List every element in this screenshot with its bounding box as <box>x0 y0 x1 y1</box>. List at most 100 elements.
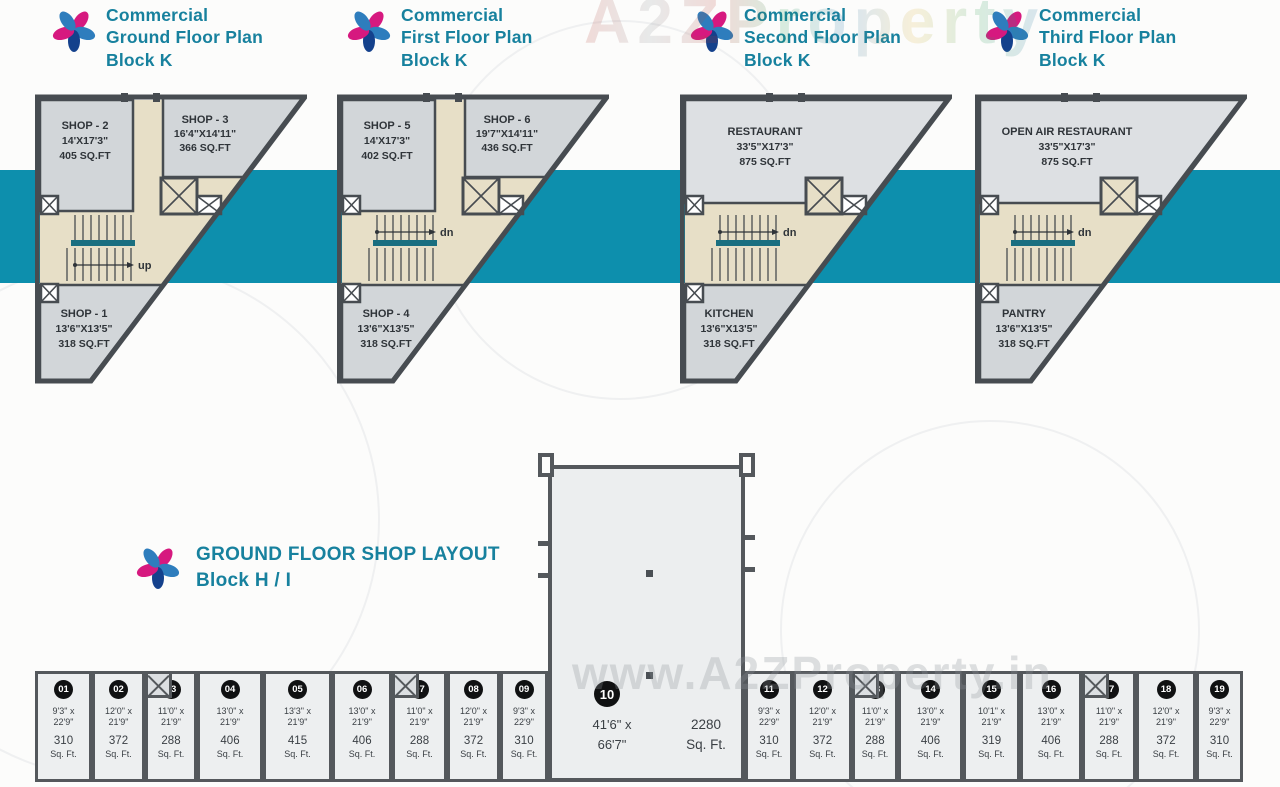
shop-area: 288 <box>865 734 885 747</box>
shop-cell-04: 04 13'0" x 21'9" 406 Sq. Ft. <box>197 671 263 782</box>
shop-number-badge: 12 <box>813 680 832 699</box>
shop-area-unit: Sq. Ft. <box>686 737 726 753</box>
shop-dim: 21'9" <box>812 717 833 728</box>
wall-stub <box>538 541 551 546</box>
shop-dim: 11'0" x <box>406 706 433 716</box>
shop-area: 372 <box>108 734 129 747</box>
shop-cell-17: 17 11'0" x 21'9" 288 Sq. Ft. <box>1082 671 1136 782</box>
room-dim-label: 19'7"X14'11" <box>476 128 538 140</box>
shop-number-badge: 06 <box>352 680 372 699</box>
shop-area: 406 <box>920 734 941 747</box>
stair-direction-label: up <box>138 260 152 272</box>
plan-title-second: Commercial Second Floor Plan Block K <box>690 4 901 71</box>
shop-area-unit: Sq. Ft. <box>284 749 311 759</box>
shop-area: 310 <box>759 734 779 747</box>
shop-area: 310 <box>53 734 74 747</box>
shop-dim: 22'9" <box>759 717 779 728</box>
shop-dim: 21'9" <box>981 717 1002 728</box>
shop-dim: 11'0" x <box>1095 706 1123 716</box>
shop-number-badge: 15 <box>982 680 1001 699</box>
room-area-label: 318 SQ.FT <box>703 338 755 350</box>
shop-area-unit: Sq. Ft. <box>460 749 487 759</box>
shop-dim: 9'3" x <box>1208 706 1231 716</box>
room-name-label: SHOP - 4 <box>363 308 411 320</box>
shop-row-block-h-i: 01 9'3" x 22'9" 310 Sq. Ft. 02 12'0" x 2… <box>35 453 1243 782</box>
lift-shaft-hatch <box>392 671 419 698</box>
shop-area: 2280 Sq. Ft. <box>670 715 742 756</box>
shop-number-badge: 08 <box>464 680 483 699</box>
shop-cell-18: 18 12'0" x 21'9" 372 Sq. Ft. <box>1136 671 1196 782</box>
shop-cell-16: 16 13'0" x 21'9" 406 Sq. Ft. <box>1020 671 1082 782</box>
shop-dim: 9'3" x <box>513 706 535 716</box>
shop-area: 406 <box>352 734 372 747</box>
shop-cell-01: 01 9'3" x 22'9" 310 Sq. Ft. <box>35 671 92 782</box>
shop-number-badge: 11 <box>759 680 779 699</box>
shop-dim: 21'9" <box>161 717 181 728</box>
developer-logo-icon <box>690 8 734 52</box>
title-line: Commercial <box>1039 5 1142 25</box>
shop-area: 288 <box>409 734 430 747</box>
title-line: Commercial <box>744 5 847 25</box>
shop-area: 406 <box>220 734 240 747</box>
shop-cell-19: 19 9'3" x 22'9" 310 Sq. Ft. <box>1196 671 1243 782</box>
outer-wall <box>975 94 1247 384</box>
shop-area-unit: Sq. Ft. <box>917 749 944 759</box>
shop-number-badge: 16 <box>1041 680 1061 699</box>
shop-area-unit: Sq. Ft. <box>216 749 244 759</box>
room-name-label: SHOP - 3 <box>182 114 229 126</box>
room-name-label: PANTRY <box>1002 308 1047 320</box>
shop-number-badge: 19 <box>1210 680 1229 699</box>
shop-dim: 41'6" x 66'7" <box>558 715 666 755</box>
shop-dim: 9'3" x <box>52 706 75 716</box>
shop-cell-03: 03 11'0" x 21'9" 288 Sq. Ft. <box>145 671 197 782</box>
shop-dim: 21'9" <box>920 717 941 728</box>
shop-area-unit: Sq. Ft. <box>1037 749 1065 759</box>
room-dim-label: 13'6"X13'5" <box>996 323 1053 335</box>
shop-dim: 21'9" <box>1099 717 1119 728</box>
shop-dim: 13'3" x <box>284 706 311 716</box>
shop-dim-line: 66'7" <box>597 737 627 753</box>
room-name-label: RESTAURANT <box>728 126 803 138</box>
outer-wall <box>35 94 307 384</box>
layout-title-line: Block H / I <box>196 569 292 591</box>
shop-dim: 22'9" <box>514 717 534 728</box>
room-dim-label: 13'6"X13'5" <box>56 323 113 335</box>
shop-dim: 21'9" <box>220 717 240 728</box>
shop-dim: 13'0" x <box>917 706 944 716</box>
developer-logo-icon <box>136 545 181 589</box>
wall-stub <box>742 567 755 572</box>
shop-area: 372 <box>463 734 484 747</box>
title-line: Third Floor Plan <box>1039 27 1177 48</box>
room-name-label: SHOP - 1 <box>61 308 108 320</box>
room-dim-label: 33'5"X17'3" <box>737 141 794 153</box>
developer-logo-icon <box>347 8 391 52</box>
stair-landing <box>1011 240 1075 246</box>
room-dim-label: 16'4"X14'11" <box>174 128 236 140</box>
shop-dim: 12'0" x <box>460 706 487 716</box>
shop-cell-13: 13 11'0" x 21'9" 288 Sq. Ft. <box>852 671 898 782</box>
room-dim-label: 33'5"X17'3" <box>1039 141 1096 153</box>
title-line: Block K <box>744 49 811 70</box>
shop-area: 372 <box>812 734 833 747</box>
shop-area-unit: Sq. Ft. <box>157 749 185 759</box>
room-area-label: 875 SQ.FT <box>739 156 791 168</box>
stair-landing <box>373 240 437 246</box>
room-area-label: 366 SQ.FT <box>179 142 231 154</box>
room-area-label: 318 SQ.FT <box>998 338 1050 350</box>
shop-dim-line: 41'6" x <box>592 717 632 732</box>
stair-landing <box>71 240 135 246</box>
layout-title-line: GROUND FLOOR SHOP LAYOUT <box>196 544 500 565</box>
shop-dim: 12'0" x <box>809 706 836 716</box>
column <box>646 570 653 577</box>
shop-number-badge: 09 <box>514 680 534 699</box>
shop-dim: 21'9" <box>108 717 129 728</box>
room-shop-top-left <box>38 98 135 213</box>
floor-plan-third-block-k: dn OPEN AIR RESTAURANT 33'5"X17'3" 875 S… <box>975 93 1247 384</box>
room-area-label: 875 SQ.FT <box>1041 156 1093 168</box>
shop-dim: 13'0" x <box>216 706 244 716</box>
shop-number-badge: 14 <box>921 680 940 699</box>
title-line: Ground Floor Plan <box>106 27 264 48</box>
room-name-label: KITCHEN <box>705 308 754 320</box>
shop-number-badge: 04 <box>220 680 240 699</box>
plan-title-first: Commercial First Floor Plan Block K <box>347 4 533 71</box>
